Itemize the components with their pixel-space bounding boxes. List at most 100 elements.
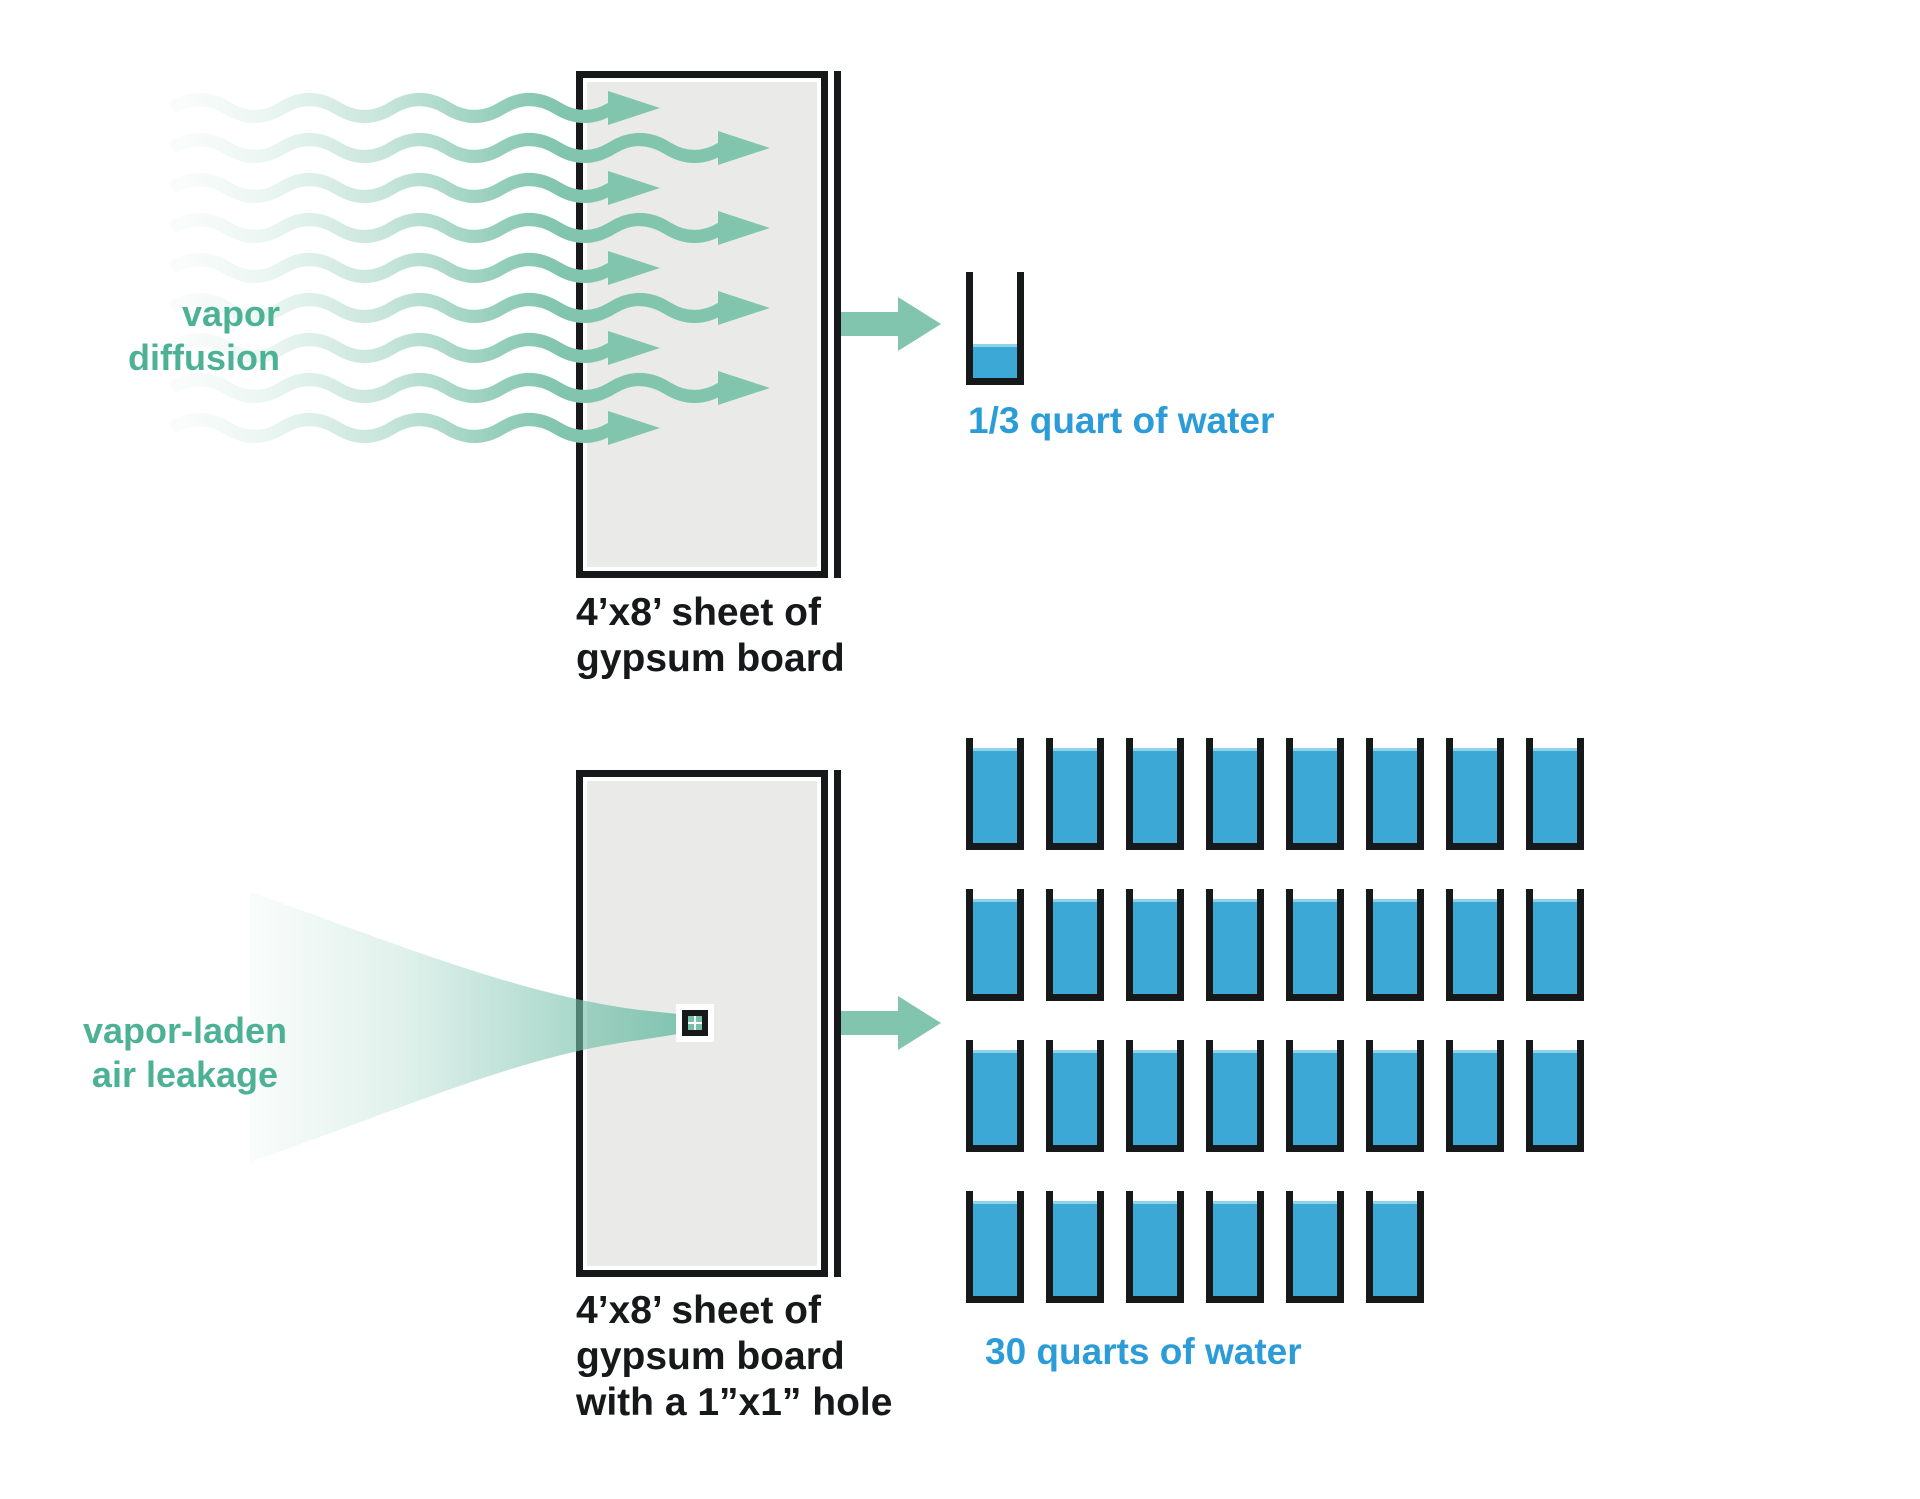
quart-cup bbox=[966, 1040, 1024, 1152]
quart-cup bbox=[1526, 738, 1584, 850]
wavy-arrow bbox=[168, 293, 726, 323]
quart-cup bbox=[1366, 889, 1424, 1001]
vapor-diffusion-label: vapor diffusion bbox=[40, 292, 280, 380]
water-fill bbox=[1533, 899, 1577, 994]
water-fill bbox=[973, 1050, 1017, 1145]
water-fill bbox=[1053, 748, 1097, 843]
water-fill bbox=[1453, 899, 1497, 994]
water-fill bbox=[1213, 899, 1257, 994]
quart-cup bbox=[1046, 889, 1104, 1001]
board-caption-top-line2: gypsum board bbox=[576, 637, 845, 680]
quart-cup bbox=[1526, 1040, 1584, 1152]
quart-cup bbox=[966, 889, 1024, 1001]
quart-cup bbox=[1126, 1040, 1184, 1152]
water-fill bbox=[1213, 1050, 1257, 1145]
wavy-arrow-head bbox=[608, 331, 660, 365]
board-face bbox=[587, 82, 817, 567]
water-fill bbox=[1133, 899, 1177, 994]
wavy-arrow bbox=[168, 373, 726, 403]
water-fill bbox=[1213, 1201, 1257, 1296]
quart-cup bbox=[966, 1191, 1024, 1303]
flow-arrow-top bbox=[841, 297, 941, 351]
vapor-diffusion-waves bbox=[168, 91, 770, 445]
water-fill bbox=[973, 748, 1017, 843]
flow-arrow-bottom bbox=[841, 996, 941, 1050]
quart-cup bbox=[1446, 889, 1504, 1001]
quart-cup bbox=[966, 738, 1024, 850]
quart-cup bbox=[1286, 738, 1344, 850]
quart-cup bbox=[1446, 738, 1504, 850]
water-fill bbox=[1213, 748, 1257, 843]
board-caption-bottom-line2: gypsum board bbox=[576, 1335, 845, 1378]
water-fill bbox=[1053, 899, 1097, 994]
board-caption-top-line1: 4’x8’ sheet of bbox=[576, 591, 821, 634]
quart-cup bbox=[1286, 889, 1344, 1001]
water-fill bbox=[1293, 1050, 1337, 1145]
quart-cup bbox=[1366, 1040, 1424, 1152]
hole-center-grid bbox=[688, 1022, 702, 1024]
wavy-arrow bbox=[168, 213, 726, 243]
water-fill bbox=[1293, 748, 1337, 843]
water-fill bbox=[1373, 1050, 1417, 1145]
quart-cup bbox=[1366, 738, 1424, 850]
water-fill bbox=[1133, 748, 1177, 843]
board-caption-bottom-line3: with a 1”x1” hole bbox=[576, 1381, 893, 1424]
air-leakage-label-line1: vapor-laden bbox=[82, 1010, 288, 1051]
water-fill bbox=[973, 899, 1017, 994]
quart-cup-third-full bbox=[966, 272, 1024, 385]
result-label-top: 1/3 quart of water bbox=[968, 400, 1275, 441]
quart-cup bbox=[1206, 889, 1264, 1001]
water-fill bbox=[1133, 1050, 1177, 1145]
wavy-arrow-head bbox=[718, 211, 770, 245]
water-fill bbox=[1373, 1201, 1417, 1296]
vapor-diffusion-label-line2: diffusion bbox=[128, 337, 280, 378]
quart-cup bbox=[1206, 738, 1264, 850]
wavy-arrow-head bbox=[608, 251, 660, 285]
water-fill bbox=[1293, 1201, 1337, 1296]
wavy-arrow-head bbox=[608, 411, 660, 445]
result-label-bottom: 30 quarts of water bbox=[985, 1331, 1302, 1372]
water-fill bbox=[1533, 748, 1577, 843]
wavy-arrow-head bbox=[718, 291, 770, 325]
quart-cup bbox=[1046, 1191, 1104, 1303]
water-fill bbox=[1453, 1050, 1497, 1145]
water-fill bbox=[1053, 1201, 1097, 1296]
water-fill bbox=[1293, 899, 1337, 994]
wavy-arrow bbox=[168, 253, 616, 283]
water-fill bbox=[1373, 748, 1417, 843]
board-caption-top: 4’x8’ sheet of gypsum board bbox=[576, 590, 845, 682]
water-fill bbox=[1453, 748, 1497, 843]
quart-cup bbox=[1046, 738, 1104, 850]
air-leakage-label-line2: air leakage bbox=[91, 1054, 279, 1095]
wavy-arrow bbox=[168, 413, 616, 443]
quart-cup bbox=[1126, 738, 1184, 850]
board-caption-bottom: 4’x8’ sheet of gypsum board with a 1”x1”… bbox=[576, 1288, 892, 1426]
quart-cup bbox=[1046, 1040, 1104, 1152]
water-fill bbox=[1133, 1201, 1177, 1296]
wavy-arrow-head bbox=[608, 91, 660, 125]
water-fill bbox=[1533, 1050, 1577, 1145]
water-fill bbox=[973, 1201, 1017, 1296]
vapor-diffusion-label-line1: vapor bbox=[181, 293, 280, 334]
board-edge-line-top bbox=[834, 71, 841, 578]
water-fill bbox=[1373, 899, 1417, 994]
wavy-arrow bbox=[168, 333, 616, 363]
quart-cup bbox=[1206, 1040, 1264, 1152]
wavy-arrow bbox=[168, 173, 616, 203]
board-caption-bottom-line1: 4’x8’ sheet of bbox=[576, 1289, 821, 1332]
quart-cup bbox=[1446, 1040, 1504, 1152]
water-fill bbox=[973, 344, 1017, 378]
wavy-arrow-head bbox=[718, 131, 770, 165]
wavy-arrow bbox=[168, 93, 616, 123]
air-leakage-funnel bbox=[250, 892, 678, 1162]
quart-cup bbox=[1366, 1191, 1424, 1303]
quart-cup bbox=[1206, 1191, 1264, 1303]
wavy-arrow-head bbox=[608, 171, 660, 205]
quart-cup bbox=[1286, 1040, 1344, 1152]
water-fill bbox=[1053, 1050, 1097, 1145]
air-leakage-label: vapor-laden air leakage bbox=[35, 1009, 335, 1097]
quart-cup bbox=[1126, 1191, 1184, 1303]
quart-cup bbox=[1526, 889, 1584, 1001]
